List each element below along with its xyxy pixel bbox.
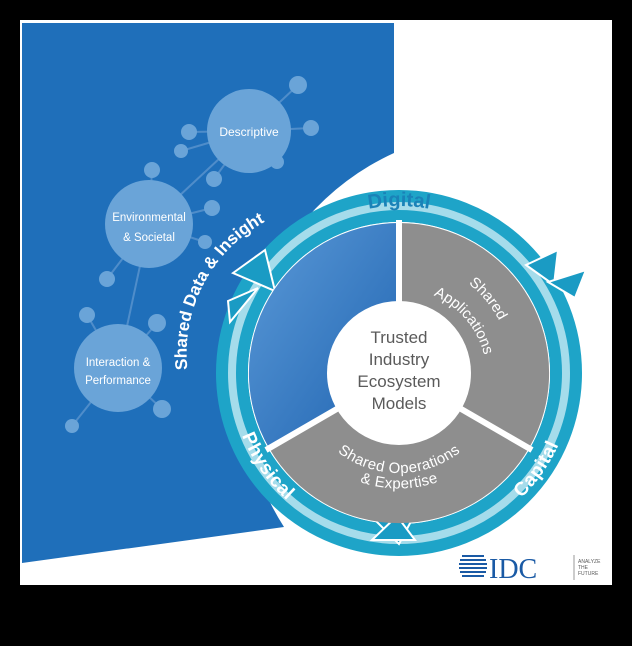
network-dot [148,314,166,332]
network-small-nodes [65,76,319,433]
network-dot [65,419,79,433]
segment-operations-line2: & Expertise [359,470,440,493]
node-descriptive: Descriptive [207,89,291,173]
ring-arrows [226,248,588,546]
network-dot [303,120,319,136]
arrow-head [226,287,259,325]
node-interaction-performance: Interaction & Performance [74,324,162,412]
arrow-head [545,268,588,300]
globe-icon [459,555,487,577]
network-dot [181,124,197,140]
node-environmental-societal: Environmental & Societal [105,180,193,268]
idc-logo: IDC ANALYZE THE FUTURE [459,554,601,585]
idc-tagline-2: THE [578,565,589,571]
center-circle [327,301,471,445]
shared-data-fan [22,23,394,563]
arrow-head [230,248,277,293]
idc-logo-text: IDC [489,554,537,585]
center-line-1: Trusted [370,328,427,347]
node-descriptive-label: Descriptive [219,125,279,139]
network-dot [99,271,115,287]
ring-label-digital: Digital [366,189,432,214]
center-line-4: Models [372,394,427,413]
arrow-head [369,514,417,541]
center-line-3: Ecosystem [357,372,440,391]
node-interaction-label-line2: Performance [85,375,151,387]
node-environmental-label-line2: & Societal [123,232,175,244]
idc-tagline-1: ANALYZE [578,559,601,565]
network-dot [289,76,307,94]
network-dot [79,307,95,323]
node-environmental-label-line1: Environmental [112,212,186,224]
network-dot [198,235,212,249]
network-dot [206,171,222,187]
center-line-2: Industry [369,350,430,369]
network-dot [174,144,188,158]
center-label: Trusted Industry Ecosystem Models [357,328,440,413]
network-dot [153,400,171,418]
node-interaction-label-line1: Interaction & [86,357,151,369]
arrow-head [524,248,560,287]
idc-tagline-3: FUTURE [578,571,599,577]
network-dot [144,162,160,178]
network-dot [204,200,220,216]
